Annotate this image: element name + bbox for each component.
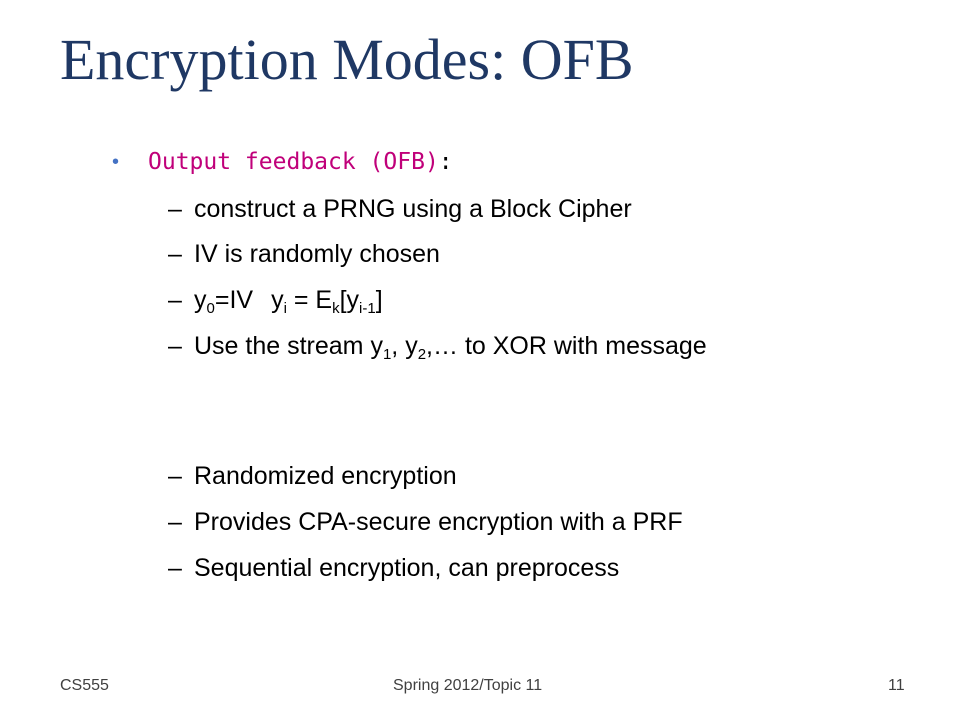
footer-term-topic: Spring 2012/Topic 11: [393, 677, 543, 694]
sub-item-text: IV is randomly chosen: [194, 240, 440, 268]
stream-text: Use the stream y1, y2,… to XOR with mess…: [194, 329, 854, 363]
stream-part: Use the stream y: [194, 332, 383, 360]
formula-part: y: [271, 286, 284, 314]
bullet-label-text: Output feedback (OFB): [148, 149, 439, 175]
dash-marker: –: [168, 332, 182, 360]
formula-subscript: 0: [206, 300, 215, 317]
stream-part: , y: [391, 332, 418, 360]
footer-course: CS555: [60, 677, 109, 694]
sub-item-text: Randomized encryption: [194, 462, 457, 490]
dash-marker: –: [168, 240, 182, 268]
formula-part: = E: [286, 286, 333, 314]
sub-item-text: Sequential encryption, can preprocess: [194, 554, 620, 582]
stream-part: ,… to XOR with message: [426, 332, 707, 360]
stream-subscript: 2: [417, 346, 427, 363]
sub-item-text: Provides CPA-secure encryption with a PR…: [194, 508, 683, 536]
formula-part: ]: [375, 286, 383, 314]
footer-page-number: 11: [888, 677, 905, 694]
dash-marker: –: [168, 554, 182, 582]
dash-marker: –: [168, 286, 182, 314]
bullet-colon: :: [438, 149, 453, 175]
formula-part: y: [194, 286, 207, 314]
bullet-label: Output feedback (OFB):: [148, 144, 453, 180]
formula-subscript: i: [283, 300, 287, 317]
bullet-marker: •: [112, 151, 120, 173]
dash-marker: –: [168, 508, 182, 536]
slide-title: Encryption Modes: OFB: [60, 27, 634, 92]
formula-subscript: k: [332, 300, 340, 317]
dash-marker: –: [168, 195, 182, 223]
formula-part: [y: [339, 286, 360, 314]
stream-subscript: 1: [382, 346, 392, 363]
formula-part: =IV: [214, 286, 254, 314]
formula-subscript: i-1: [359, 300, 376, 317]
sub-item-text: construct a PRNG using a Block Cipher: [194, 195, 632, 223]
dash-marker: –: [168, 462, 182, 490]
